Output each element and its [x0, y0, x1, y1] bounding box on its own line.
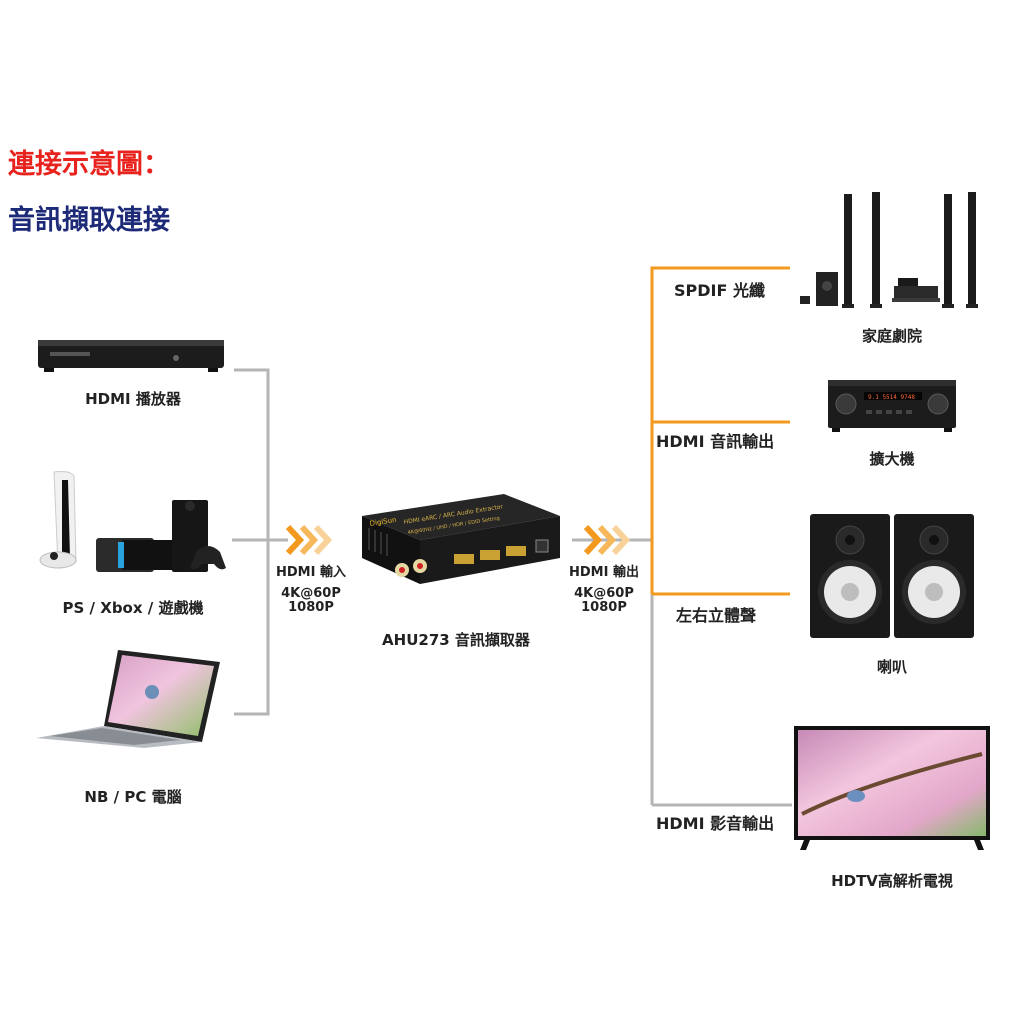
wire-label-stereo: 左右立體聲: [676, 606, 757, 625]
home-theater-image: [800, 192, 978, 308]
amp-display-text: 9.1 5514 9748: [868, 394, 915, 401]
wire-label-hdmi-av: HDMI 影音輸出: [656, 814, 775, 833]
input-title: HDMI 輸入: [276, 565, 346, 580]
input-res2: 1080P: [288, 600, 334, 615]
input-bracket: [232, 368, 288, 716]
output-arrows: [583, 524, 631, 556]
hdmi-player-image: [38, 340, 224, 372]
output-branches: [650, 266, 790, 596]
output-label-speakers: 喇叭: [876, 658, 908, 676]
diagram-subheading: 音訊擷取連接: [8, 205, 170, 236]
diagram-heading: 連接示意圖：: [8, 149, 170, 180]
game-consoles-image: [39, 471, 226, 572]
input-res1: 4K@60P: [281, 586, 341, 601]
hdtv-image: [794, 726, 990, 850]
output-res1: 4K@60P: [574, 586, 634, 601]
output-label-amplifier: 擴大機: [869, 450, 915, 468]
source-label-laptop: NB / PC 電腦: [84, 788, 182, 806]
source-label-consoles: PS / Xbox / 遊戲機: [62, 599, 204, 617]
output-label-home-theater: 家庭劇院: [861, 327, 923, 345]
wire-label-spdif: SPDIF 光纖: [674, 281, 765, 300]
audio-extractor-device-image: DigiSun HDMI eARC / ARC Audio Extractor …: [362, 494, 560, 584]
output-label-tv: HDTV高解析電視: [831, 872, 953, 890]
left-speaker: [810, 514, 890, 638]
speakers-image: [810, 514, 974, 638]
device-label: AHU273 音訊擷取器: [382, 631, 530, 649]
output-title: HDMI 輸出: [569, 565, 639, 580]
amplifier-image: 9.1 5514 9748: [828, 380, 956, 432]
right-speaker: [894, 514, 974, 638]
output-res2: 1080P: [581, 600, 627, 615]
wire-label-hdmi-audio: HDMI 音訊輸出: [656, 432, 775, 451]
source-label-player: HDMI 播放器: [85, 390, 181, 408]
laptop-image: [36, 650, 220, 748]
input-arrows: [285, 524, 333, 556]
